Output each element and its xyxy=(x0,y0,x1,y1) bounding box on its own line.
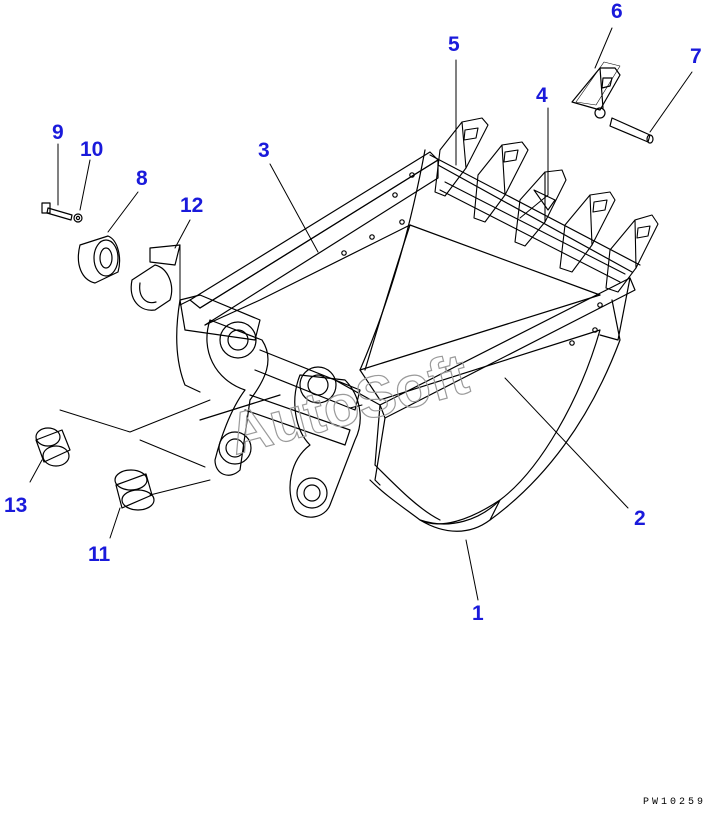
callout-4: 4 xyxy=(536,84,548,107)
part-10-washer xyxy=(73,213,83,223)
tooth-4 xyxy=(559,191,616,273)
part-9-bolt xyxy=(41,202,73,221)
callout-7: 7 xyxy=(690,45,702,68)
callout-2: 2 xyxy=(634,507,646,530)
callout-8: 8 xyxy=(136,167,148,190)
bucket-body xyxy=(189,149,641,532)
part-11-bushing xyxy=(114,469,155,511)
callout-5: 5 xyxy=(448,33,460,56)
bucket-brackets xyxy=(176,294,381,518)
part-8-collar xyxy=(77,235,121,284)
part-13-bushing xyxy=(35,427,71,467)
callout-3: 3 xyxy=(258,139,270,162)
part-12-shim xyxy=(130,244,181,311)
tooth-1 xyxy=(434,117,489,197)
tooth-3 xyxy=(514,169,567,247)
part-7-pin xyxy=(609,117,654,144)
callout-9: 9 xyxy=(52,121,64,144)
callout-11: 11 xyxy=(88,543,111,566)
leader-lines xyxy=(29,27,693,601)
tooth-5 xyxy=(605,214,659,293)
drawing-code: PW10259 xyxy=(642,797,706,808)
callout-12: 12 xyxy=(180,194,204,217)
callout-1: 1 xyxy=(472,602,484,625)
tooth-2 xyxy=(473,141,529,223)
callout-6: 6 xyxy=(611,0,623,23)
callout-10: 10 xyxy=(80,138,104,161)
bucket-teeth xyxy=(434,117,659,293)
callout-13: 13 xyxy=(4,494,28,517)
part-6-tooth-loose xyxy=(571,67,621,119)
